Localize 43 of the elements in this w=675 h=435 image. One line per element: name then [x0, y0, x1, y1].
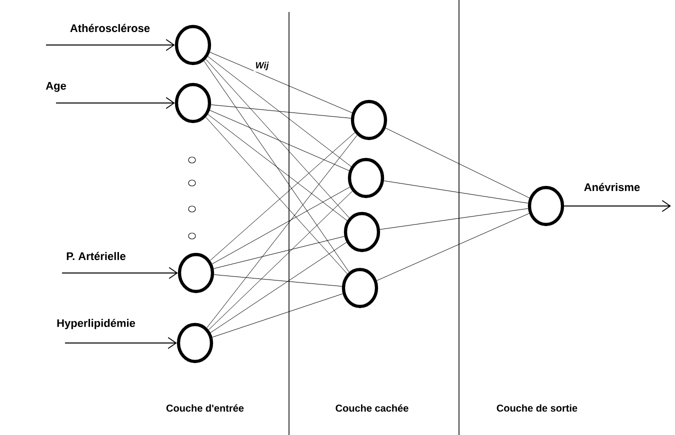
neuron-circle [174, 82, 212, 124]
layer-label: Couche de sortie [494, 402, 580, 414]
layer-label: Couche d'entrée [164, 402, 246, 414]
connection-line [212, 294, 343, 338]
connection-line [206, 58, 350, 218]
edge-label: Athérosclérose [70, 24, 150, 32]
connection-line [210, 52, 352, 114]
connection-line [206, 116, 348, 274]
connection-line [208, 114, 348, 221]
connection-line [214, 274, 342, 287]
output-arrow [564, 200, 671, 212]
connection-line [204, 60, 350, 272]
neuron-circle [174, 24, 212, 66]
connection-line [210, 132, 356, 261]
edge-label: Hyperlipidémie [57, 318, 136, 330]
weight-label: Wij [254, 60, 270, 72]
input-arrow [46, 39, 175, 51]
connection-line [212, 186, 350, 264]
edge-label: Age [46, 82, 66, 92]
connection-line [208, 190, 353, 330]
connection-line [376, 213, 530, 281]
layer-label: Couche cachée [334, 402, 410, 414]
connection-line [213, 236, 345, 269]
edge-label: Anévrisme [584, 182, 640, 192]
neuron-circle [178, 252, 214, 294]
connection-line [210, 110, 350, 171]
edge-label: P. Artérielle [66, 252, 126, 260]
input-arrow [56, 97, 175, 109]
connection-line [208, 56, 352, 167]
connection-line [210, 104, 352, 118]
input-arrow [64, 337, 177, 349]
neuron-circle [348, 158, 384, 198]
neuron-circle [528, 186, 564, 226]
connection-line [210, 242, 347, 333]
connection-line [380, 208, 528, 230]
neuron-circle [350, 100, 388, 140]
connection-line [385, 128, 530, 198]
neuron-circle [344, 212, 380, 252]
neuron-circle [342, 268, 378, 308]
neuron-circle [176, 322, 214, 364]
connection-line [206, 134, 358, 328]
connection-line [384, 180, 528, 204]
input-arrow [62, 267, 178, 279]
